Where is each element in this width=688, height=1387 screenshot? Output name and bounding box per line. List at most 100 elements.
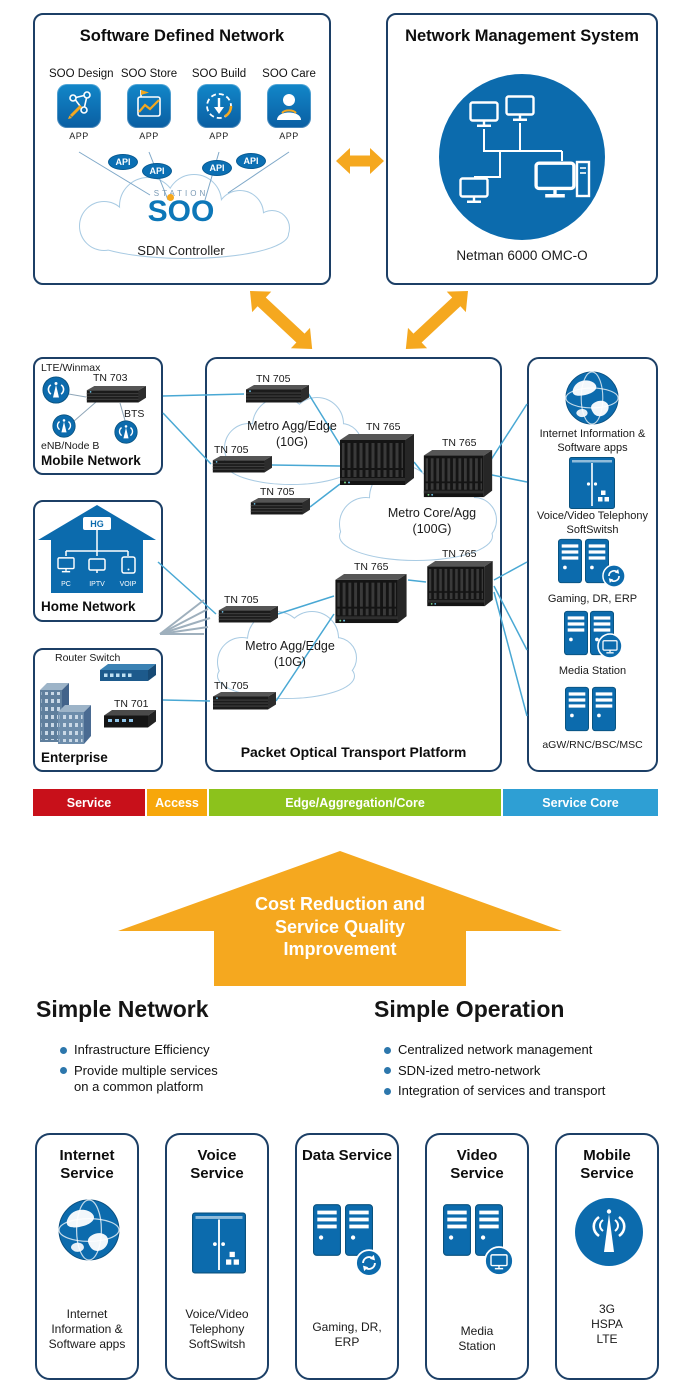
cloud-label-line: Metro Agg/Edge [247,419,337,433]
card-voice-service: Voice Service Voice/Video Telephony Soft… [165,1133,269,1380]
simple-operation-heading: Simple Operation [374,996,565,1022]
antenna-icon [575,1198,643,1266]
bullet-item: Integration of services and transport [382,1083,662,1100]
nms-title: Network Management System [405,27,639,45]
mobile-network-title: Mobile Network [41,453,141,468]
app-name: SOO Build [191,68,247,80]
soo-logo-dot [167,194,174,201]
card-internet-service: Internet Service Internet Information & … [35,1133,139,1380]
cloud-label-agg-bottom: Metro Agg/Edge (10G) [230,638,350,670]
home-gateway-house-icon: HG PC IPTV VOIP [38,505,156,593]
app-sub-label: APP [279,131,299,141]
card-title: Video Service [450,1147,504,1182]
tn765-device [340,434,414,485]
bar-label: Service Core [542,795,619,810]
sdn-cloud [79,174,290,259]
soo-care-icon [267,84,311,128]
api-badge: API [142,163,172,179]
bts-label: BTS [124,408,145,420]
card-caption: Voice/Video Telephony SoftSwitsh [185,1307,249,1351]
bar-segment-access: Access [147,789,207,816]
pc-label: PC [61,581,71,588]
tn705-device [250,498,310,515]
tn705-label: TN 705 [260,486,295,498]
cloud-label-agg-top: Metro Agg/Edge (10G) [232,418,352,450]
bar-segment-edge-agg-core: Edge/Aggregation/Core [209,789,501,816]
softswitch-cabinet-icon [569,457,615,509]
api-badge: API [236,153,266,169]
tn765-label: TN 765 [442,437,477,449]
card-caption: Media Station [458,1324,496,1353]
card-title: Mobile Service [580,1147,634,1182]
router-switch-device [100,664,156,681]
cloud-label-line: (10G) [274,655,306,669]
hg-label: HG [90,519,104,529]
lte-winmax-label: LTE/Winmax [41,362,101,374]
card-title: Voice Service [190,1147,244,1182]
tn705-label: TN 705 [214,444,249,456]
soo-design-icon [57,84,101,128]
card-caption: 3G HSPA LTE [591,1302,623,1346]
agw-servers-icon [565,686,616,732]
tn705-label: TN 705 [224,594,259,606]
cloud-metro-core-agg [339,465,497,561]
sdn-controller-label: SDN Controller [137,243,225,258]
nms-caption: Netman 6000 OMC-O [456,248,588,263]
antenna-icon [42,376,70,404]
office-buildings-icon [40,683,91,744]
media-caption: Media Station [558,665,627,677]
arrow-text-line: Service Quality [274,916,406,937]
tn765-device [335,574,407,624]
nms-network-icon [439,74,605,240]
arrow-text-line: Improvement [283,939,397,959]
media-station-icon [564,610,623,659]
voice-telephony-caption: Voice/Video Telephony SoftSwitsh [537,510,648,536]
arrow-text-line: Cost Reduction and [255,894,425,914]
tn701-device [104,710,156,728]
sdn-app-lines [78,151,290,201]
tn765-device [427,561,493,607]
softswitch-cabinet-icon [192,1211,246,1275]
tn705-label: TN 705 [256,373,291,385]
card-video-service: Video Service Media Station [425,1133,529,1380]
card-mobile-service: Mobile Service 3G HSPA LTE [555,1133,659,1380]
bullet-item: Infrastructure Efficiency [58,1042,228,1059]
servers-media-icon [443,1204,514,1276]
simple-network-heading: Simple Network [36,996,209,1022]
antenna-icon [52,414,76,438]
card-title: Internet Service [59,1147,115,1182]
app-sub-label: APP [69,131,89,141]
bar-label: Edge/Aggregation/Core [285,795,425,810]
nms-potp-arrow [405,291,468,349]
card-data-service: Data Service Gaming, DR, ERP [295,1133,399,1380]
tn705-device [213,692,276,710]
cloud-label-line: Metro Core/Agg [387,506,477,520]
sdn-potp-arrow [250,291,313,349]
servers-sync-icon [313,1204,383,1277]
card-caption: Internet Information & Software apps [48,1307,126,1351]
app-soo-store: SOO Store APP [119,68,179,141]
agw-caption: aGW/RNC/BSC/MSC [542,739,643,751]
cloud-label-core: Metro Core/Agg (100G) [372,505,492,537]
servers-sync-icon [558,538,626,588]
bar-label: Service [66,795,112,810]
internet-apps-caption: Internet Information & Software apps [539,428,646,454]
tn703-label: TN 703 [93,372,128,384]
bar-segment-service-core: Service Core [503,789,658,816]
antenna-icon [114,420,138,444]
bullet-item: Provide multiple services on a common pl… [58,1063,228,1096]
tn705-device [212,456,272,473]
api-badge: API [108,154,138,170]
api-badge: API [202,160,232,176]
app-name: SOO Care [262,68,316,80]
app-soo-design: SOO Design APP [49,68,114,141]
bar-label: Access [155,795,199,810]
card-title: Data Service [301,1147,393,1164]
soo-station-label: STATION [153,189,209,198]
app-soo-build: SOO Build APP [189,68,249,141]
potp-title: Packet Optical Transport Platform [240,744,467,760]
tn765-device [423,450,493,498]
big-arrow-text: Cost Reduction and Service Quality Impro… [220,893,460,961]
bullet-item: Centralized network management [382,1042,662,1059]
